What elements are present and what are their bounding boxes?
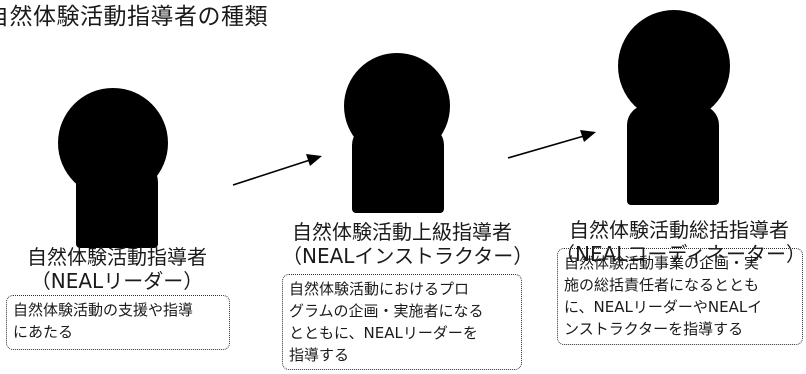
role-alias: （NEALインストラクター） — [282, 244, 534, 268]
role-label-coordinator: 自然体験活動総括指導者 （NEALコーディネーター） — [555, 218, 806, 266]
role-label-leader: 自然体験活動指導者 （NEALリーダー） — [22, 245, 212, 293]
role-name: 自然体験活動上級指導者 — [292, 220, 512, 244]
role-alias: （NEALリーダー） — [30, 269, 204, 293]
role-description-coordinator: 自然体験活動事業の企画・実 施の総括責任者になるととも に、NEALリーダーやN… — [557, 248, 803, 345]
role-label-instructor: 自然体験活動上級指導者 （NEALインストラクター） — [282, 220, 534, 268]
role-name: 自然体験活動総括指導者 — [569, 218, 789, 242]
role-name: 自然体験活動指導者 — [27, 245, 207, 269]
diagram-title: 自然体験活動指導者の種類 — [0, 4, 268, 30]
role-description-leader: 自然体験活動の支援や指導 にあたる — [6, 295, 230, 350]
role-alias: （NEALコーディネーター） — [555, 242, 806, 266]
role-description-instructor: 自然体験活動におけるプロ グラムの企画・実施者になる とともに、NEALリーダー… — [282, 274, 522, 370]
